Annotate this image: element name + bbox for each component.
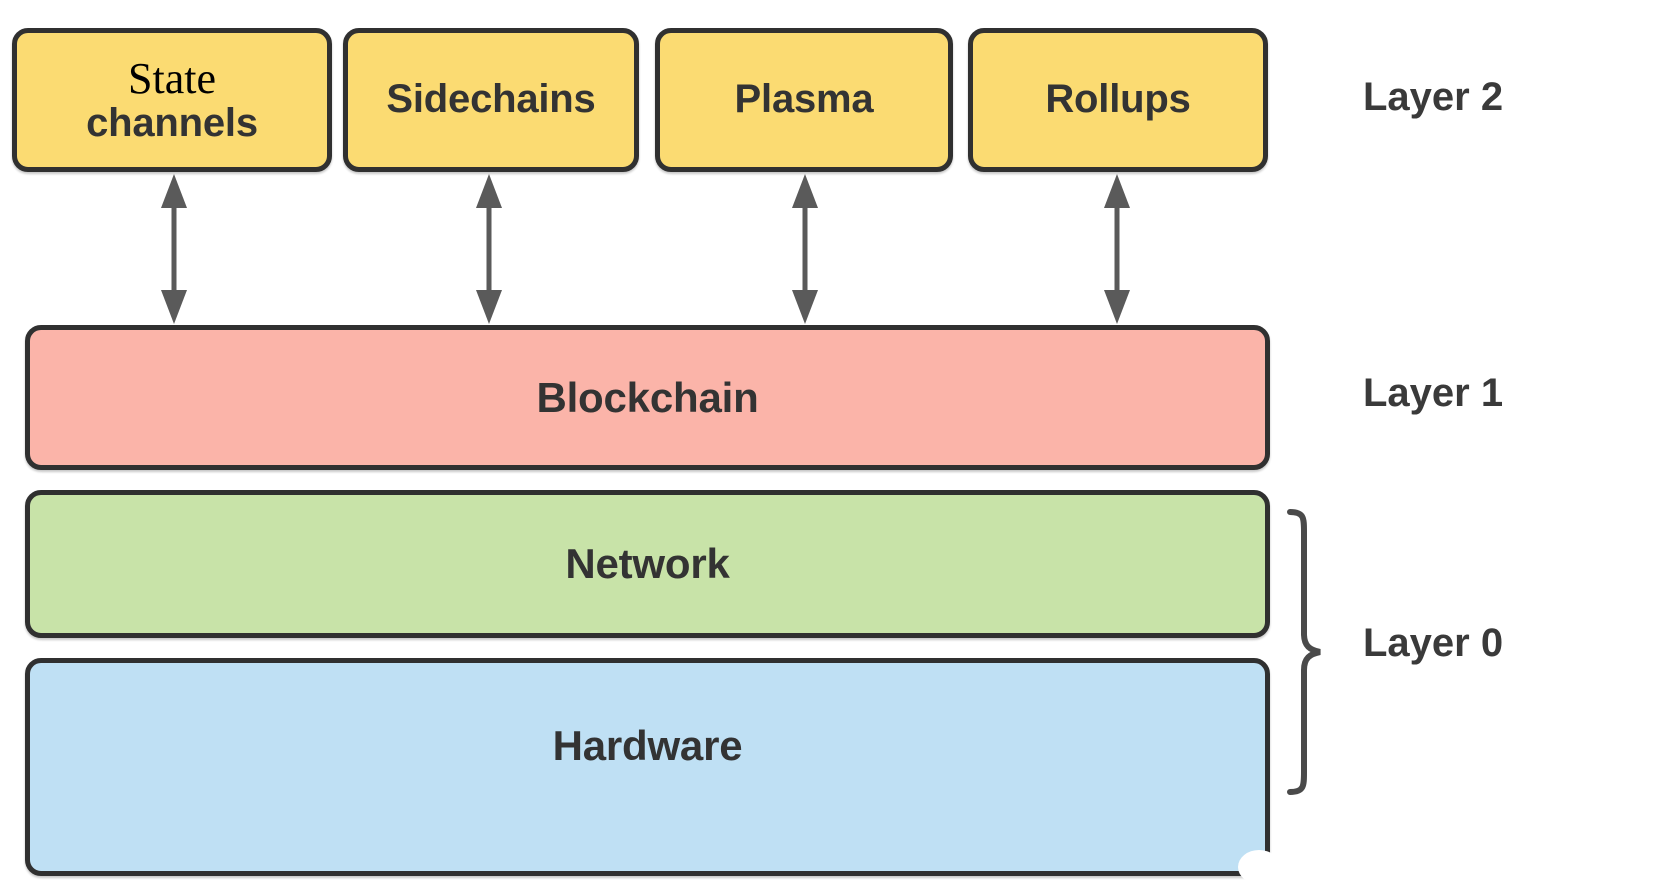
layer1-box-blockchain[interactable]: Blockchain — [25, 325, 1270, 470]
layer2-box-sidechains-label: Sidechains — [386, 77, 596, 122]
layer0-brace — [1286, 508, 1332, 796]
layer0-box-hardware[interactable]: Hardware — [25, 658, 1270, 876]
layer2-label: Layer 2 — [1363, 75, 1504, 119]
arrow-plasma-to-blockchain — [788, 174, 822, 324]
layer2-box-sidechains[interactable]: Sidechains — [343, 28, 639, 172]
image-artifact-smudge — [1238, 850, 1280, 884]
layer0-label: Layer 0 — [1363, 621, 1504, 665]
layer2-box-plasma-label: Plasma — [734, 77, 874, 122]
layer2-box-rollups[interactable]: Rollups — [968, 28, 1268, 172]
state-channels-line1: State — [128, 53, 216, 103]
layer2-box-state-channels-label: State channels — [86, 55, 258, 146]
layer0-box-network-label: Network — [565, 540, 730, 588]
layer2-box-plasma[interactable]: Plasma — [655, 28, 953, 172]
arrow-state-channels-to-blockchain — [157, 174, 191, 324]
arrow-rollups-to-blockchain — [1100, 174, 1134, 324]
layer0-box-network[interactable]: Network — [25, 490, 1270, 638]
arrow-sidechains-to-blockchain — [472, 174, 506, 324]
layer1-box-blockchain-label: Blockchain — [536, 373, 759, 421]
state-channels-line2: channels — [86, 101, 258, 146]
layer1-label: Layer 1 — [1363, 371, 1504, 415]
layer2-box-rollups-label: Rollups — [1045, 77, 1191, 122]
layer0-box-hardware-label: Hardware — [552, 722, 743, 770]
layer2-box-state-channels[interactable]: State channels — [12, 28, 332, 172]
